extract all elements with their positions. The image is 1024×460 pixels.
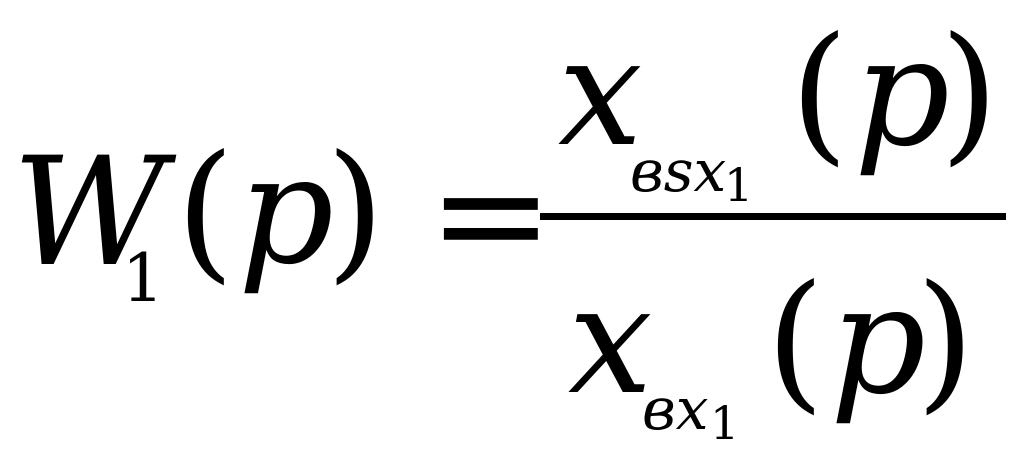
denominator-open-paren: ( [766, 254, 825, 428]
numerator-subscript-index: 1 [724, 158, 754, 212]
denominator-symbol: x [568, 254, 653, 428]
lhs-close-paren: ) [326, 124, 385, 298]
denominator-close-paren: ) [916, 254, 975, 428]
denominator-subscript-index: 1 [710, 396, 740, 450]
fraction-bar [540, 213, 1006, 220]
numerator-symbol: x [558, 6, 643, 180]
lhs-symbol: W [12, 126, 167, 300]
numerator-close-paren: ) [940, 6, 999, 180]
equals-sign: = [428, 128, 554, 302]
numerator-open-paren: ( [790, 6, 849, 180]
lhs-open-paren: ( [176, 124, 235, 298]
numerator-subscript-text: вsx [630, 137, 727, 205]
lhs-argument: p [238, 124, 335, 298]
denominator-argument: p [830, 254, 927, 428]
denominator-subscript-text: вx [642, 375, 709, 443]
lhs-subscript: 1 [122, 240, 164, 317]
numerator-argument: p [854, 6, 951, 180]
